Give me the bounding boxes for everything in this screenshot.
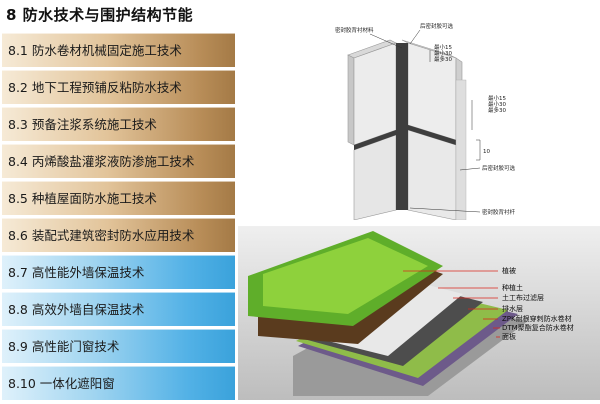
vegetation-highlight <box>263 238 428 314</box>
label-drainage: 排水层 <box>502 304 523 313</box>
page-title: 8 防水技术与围护结构节能 <box>6 6 194 24</box>
label-vegetation: 植被 <box>502 266 516 275</box>
dim-top-max30: 最多30 <box>434 55 452 63</box>
panel-front-face <box>353 42 397 146</box>
menu-item-8-4[interactable]: 8.4 丙烯酸盐灌浆液防渗施工技术 <box>2 144 235 178</box>
label-backer-rod: 密封胶背衬杆 <box>482 208 516 216</box>
menu-item-label: 8.3 预备注浆系统施工技术 <box>8 117 157 132</box>
label-sealant-backing: 密封胶背衬材料 <box>335 26 374 34</box>
horizontal-sealant-joint <box>354 125 456 150</box>
menu-item-8-8[interactable]: 8.8 高效外墙自保温技术 <box>2 292 235 326</box>
vertical-sealant-joint <box>396 43 408 210</box>
label-filter-fabric: 土工布过滤层 <box>502 293 544 302</box>
menu-item-8-1[interactable]: 8.1 防水卷材机械固定施工技术 <box>2 33 235 67</box>
green-roof-illustration: 植被 种植土 土工布过滤层 排水层 ZPK耐根穿刺防水卷材 DTM聚酯复合防水卷… <box>248 231 574 396</box>
dim-top-min15: 最小15 <box>434 43 452 51</box>
menu-item-label: 8.2 地下工程预铺反粘防水技术 <box>8 80 182 95</box>
label-back-sealant-top: 后密封胶可选 <box>420 22 454 30</box>
menu-item-label: 8.9 高性能门窗技术 <box>8 339 120 354</box>
joint-seal-illustration: 密封胶背衬材料 后密封胶可选 最小15 最小30 最多30 最小15 最小30 … <box>335 22 516 226</box>
menu-item-label: 8.6 装配式建筑密封防水应用技术 <box>8 228 195 243</box>
panel-front-face <box>407 129 457 221</box>
menu-item-8-2[interactable]: 8.2 地下工程预铺反粘防水技术 <box>2 70 235 104</box>
dim-side-min15: 最小15 <box>488 94 506 102</box>
menu-item-label: 8.4 丙烯酸盐灌浆液防渗施工技术 <box>8 154 195 169</box>
topic-menu: 8.1 防水卷材机械固定施工技术 8.2 地下工程预铺反粘防水技术 8.3 预备… <box>2 33 235 403</box>
menu-item-8-5[interactable]: 8.5 种植屋面防水施工技术 <box>2 181 235 215</box>
menu-item-label: 8.8 高效外墙自保温技术 <box>8 302 145 317</box>
joint-seal-diagram: 密封胶背衬材料 后密封胶可选 最小15 最小30 最多30 最小15 最小30 … <box>330 20 530 226</box>
dim-side-min30: 最小30 <box>488 100 506 108</box>
menu-item-8-3[interactable]: 8.3 预备注浆系统施工技术 <box>2 107 235 141</box>
panel-side-face <box>347 54 355 146</box>
label-dtm-membrane: DTM聚酯复合防水卷材 <box>502 323 574 332</box>
menu-item-label: 8.10 一体化遮阳窗 <box>8 376 115 391</box>
label-slab: 面板 <box>502 332 516 341</box>
dim-small: 10 <box>483 149 490 155</box>
menu-item-label: 8.5 种植屋面防水施工技术 <box>8 191 157 206</box>
green-roof-diagram: 植被 种植土 土工布过滤层 排水层 ZPK耐根穿刺防水卷材 DTM聚酯复合防水卷… <box>238 226 600 400</box>
menu-item-label: 8.1 防水卷材机械固定施工技术 <box>8 43 182 58</box>
dim-side-max30: 最多30 <box>488 106 506 114</box>
dim-top-min30: 最小30 <box>434 49 452 57</box>
menu-item-8-9[interactable]: 8.9 高性能门窗技术 <box>2 329 235 363</box>
menu-item-label: 8.7 高性能外墙保温技术 <box>8 265 145 280</box>
label-back-sealant-mid: 后密封胶可选 <box>482 164 516 172</box>
panel-edge <box>455 79 467 221</box>
menu-item-8-10[interactable]: 8.10 一体化遮阳窗 <box>2 366 235 400</box>
label-soil: 种植土 <box>502 283 523 292</box>
menu-item-8-7[interactable]: 8.7 高性能外墙保温技术 <box>2 255 235 289</box>
label-zpk-membrane: ZPK耐根穿刺防水卷材 <box>502 314 572 323</box>
menu-item-8-6[interactable]: 8.6 装配式建筑密封防水应用技术 <box>2 218 235 252</box>
